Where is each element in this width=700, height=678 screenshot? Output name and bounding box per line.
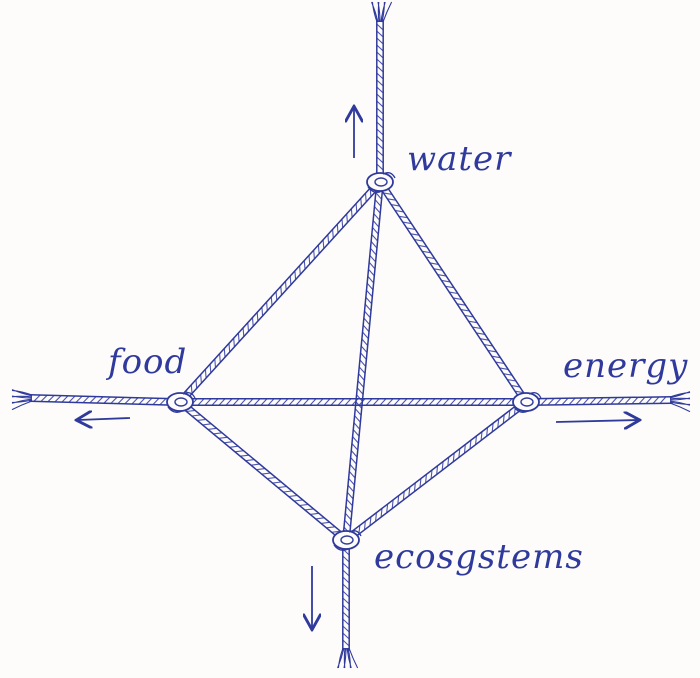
rope-left-extension	[30, 395, 176, 405]
node-label-food: food	[108, 345, 187, 379]
frayed-end-bottom	[338, 648, 358, 668]
rope-edge-energy-ecosystems	[344, 399, 528, 542]
knot-water	[367, 173, 395, 193]
frayed-end-top	[372, 2, 392, 22]
rope-edge-water-food	[178, 180, 383, 404]
knot-energy	[513, 393, 541, 413]
rope-edge-water-energy	[377, 180, 528, 404]
frayed-end-right	[670, 392, 690, 412]
arrow-left	[78, 418, 130, 420]
rope-bottom-extension	[343, 545, 349, 650]
node-label-energy: energy	[563, 349, 688, 383]
frayed-end-left	[12, 390, 32, 410]
node-label-water: water	[407, 142, 511, 176]
rope-top-extension	[377, 20, 383, 178]
arrow-right	[556, 420, 638, 422]
rope-right-extension	[530, 397, 672, 405]
node-label-ecosystems: ecosgstems	[374, 540, 584, 574]
rope-edge-food-energy	[180, 399, 526, 405]
rope-edge-water-ecosystems	[343, 182, 383, 541]
rope-edge-food-ecosystems	[178, 400, 348, 543]
knot-ecosystems	[333, 531, 361, 551]
